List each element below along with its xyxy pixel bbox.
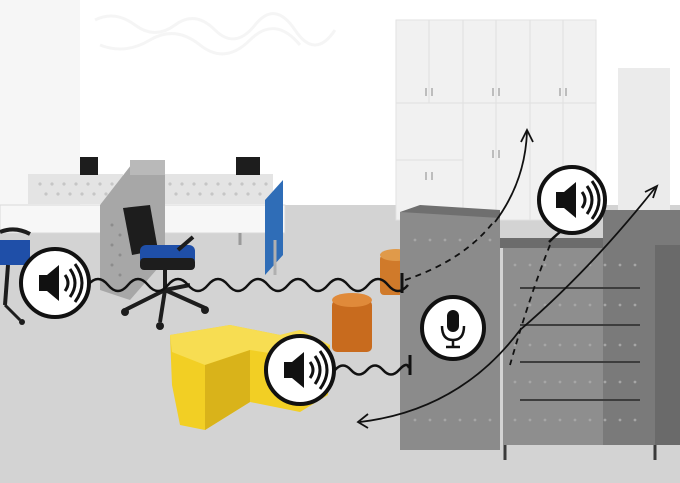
sound-waves	[87, 127, 659, 429]
speaker-icon	[537, 165, 607, 235]
chair-blue	[0, 227, 31, 325]
reflected-dashed-left	[404, 219, 496, 281]
reflected-dashed-right	[509, 244, 551, 366]
sound-wave-left	[87, 277, 409, 293]
wave-arrow-right	[519, 187, 656, 331]
speaker-icon	[264, 334, 336, 406]
wave-arrow-up	[494, 131, 528, 223]
speaker-icon	[19, 247, 91, 319]
microphone-icon	[420, 295, 486, 361]
wall-graphic	[94, 12, 337, 56]
door	[618, 68, 670, 228]
wave-arrow-down	[359, 329, 521, 423]
sound-wave-center	[334, 363, 411, 376]
wall-window	[0, 0, 80, 205]
chair-black	[121, 205, 209, 330]
stool-orange-front	[332, 293, 372, 352]
